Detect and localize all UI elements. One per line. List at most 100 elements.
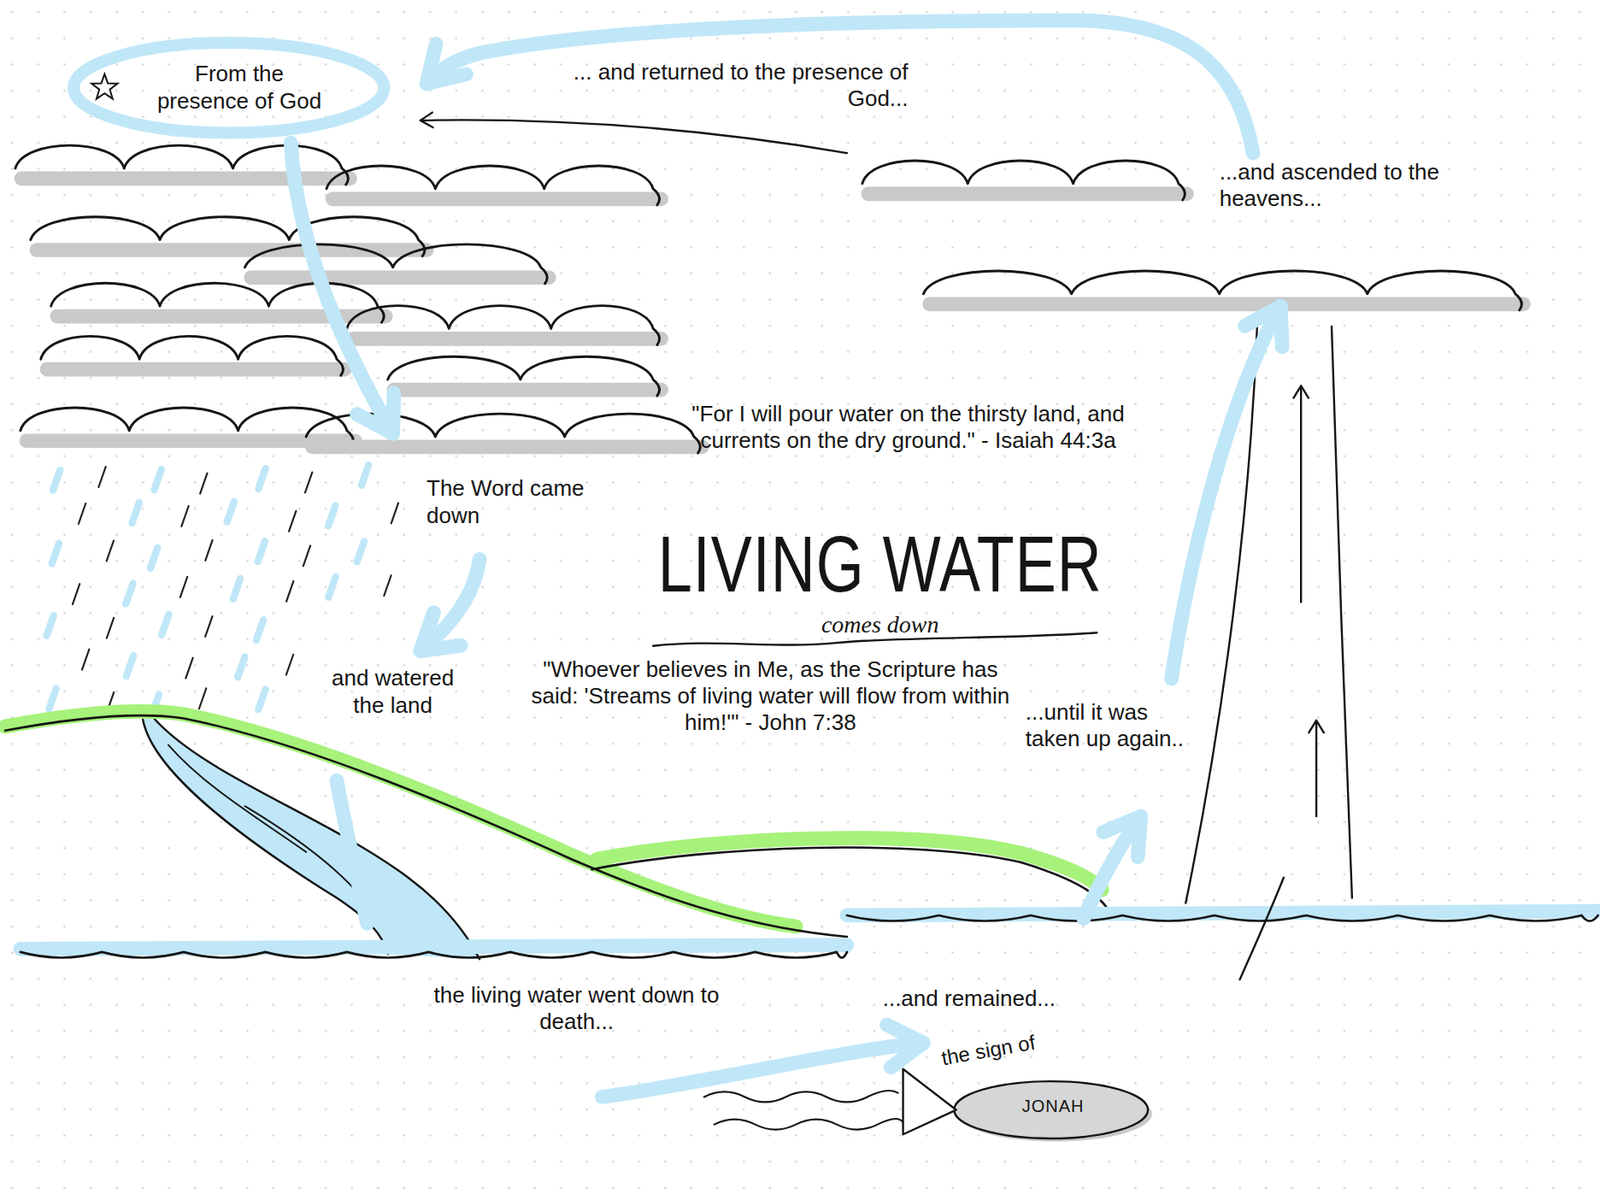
flow-note: The Word came down [426,475,606,529]
rain-drop [131,502,139,524]
flow-arrow [426,20,1253,153]
land-hill [5,715,848,937]
flow-note: ...until it was taken up again.. [1025,699,1205,753]
flow-arrow [290,142,393,434]
rain-drop [181,505,189,527]
water-wave [847,915,1599,922]
deep-wave [704,1090,899,1102]
rising-arrow [1300,388,1302,603]
scripture-quote: "Whoever believes in Me, as the Scriptur… [525,656,1016,737]
cloud [326,165,660,206]
presence-outline [73,42,385,133]
presence-text: From the presence of God [152,60,328,114]
fish-body [953,1081,1148,1139]
land-hill [591,847,1107,909]
rain-drop [233,578,241,600]
rain-drop [185,658,193,679]
water-band [20,945,848,950]
rain-drop [82,649,89,671]
flow-arrow [336,780,368,924]
rain-drop [52,470,60,491]
rain-drop [256,619,264,641]
rain-drop [391,502,399,524]
cloud [388,356,660,396]
deep-wave [714,1118,904,1130]
rain-drop [125,583,133,605]
rain-drop [154,469,162,490]
fish-sign: the sign ofJONAH [900,1038,1155,1141]
rain-drop [106,541,114,562]
rising-column [1331,326,1353,899]
cloud-shadow [311,440,702,455]
cloud [862,160,1186,200]
flow-arrow-head [1103,816,1142,858]
cloud-shadow [251,270,550,285]
rain-drop [180,576,188,598]
rain-drop [258,468,265,489]
scripture-quote: "For I will pour water on the thirsty la… [678,400,1138,454]
flow-arrow-head [1245,305,1283,348]
illustration [5,20,1599,1130]
rain-drop [52,543,59,565]
cloud-shadow [332,191,661,206]
river-current [168,745,306,853]
rain-drop [98,466,106,488]
rain-drop [106,617,114,639]
rain-drop [286,581,294,602]
land-grass [5,711,796,927]
fish-tail [903,1069,957,1135]
cloud [41,335,344,376]
rain-drop [150,547,158,569]
flow-arrow [1171,305,1282,679]
rain-drop [258,541,265,562]
water-band [847,911,1599,916]
rain-drop [237,656,245,677]
rising-arrow-head [1293,385,1308,398]
rain-drop [286,654,294,676]
rain-drop [72,583,80,605]
cloud [923,270,1522,311]
presence-ellipse: From the presence of God [67,36,391,139]
flow-note: ...and ascended to the heavens... [1219,158,1536,212]
title: LIVING WATER [632,523,1128,604]
rain-drop [200,473,207,495]
flow-note: and watered the land [316,664,470,718]
flow-arrow [420,558,480,651]
rain-drop [161,614,169,636]
rising-arrow [1315,722,1318,817]
rain-drop [328,505,336,526]
flow-arrow-head [357,393,395,435]
rain-drop [303,545,311,566]
subtitle: comes down [652,610,1107,640]
rising-column [1185,326,1258,904]
flow-arrow-head [426,43,466,83]
rising-column [1240,877,1284,980]
return-arrow [420,119,848,153]
flow-note: ... and returned to the presence of God.… [561,58,909,112]
rain-drop [47,615,54,636]
flow-note: ...and remained... [882,985,1189,1012]
return-arrow-head [420,112,434,128]
rain-drop [48,688,56,710]
water-wave [20,952,848,959]
rain-drop [205,616,212,637]
cloud [347,305,660,346]
flow-arrow-head [420,612,461,652]
star-symbol [91,74,118,100]
rain-drop [361,464,369,486]
cloud-shadow [868,186,1187,201]
flow-note: the living water went down to death... [423,982,730,1036]
cloud-shadow [394,382,662,398]
flow-arrow-head [887,1024,924,1068]
flow-arrow [1083,816,1142,918]
cloud [20,407,354,448]
cloud-shadow [47,362,346,377]
rain-drop [305,472,312,494]
rain-drop [199,688,206,709]
rain-drop [328,576,336,598]
rain-drop [205,540,212,561]
rain-drop [78,503,86,524]
rain-drop [288,511,296,532]
